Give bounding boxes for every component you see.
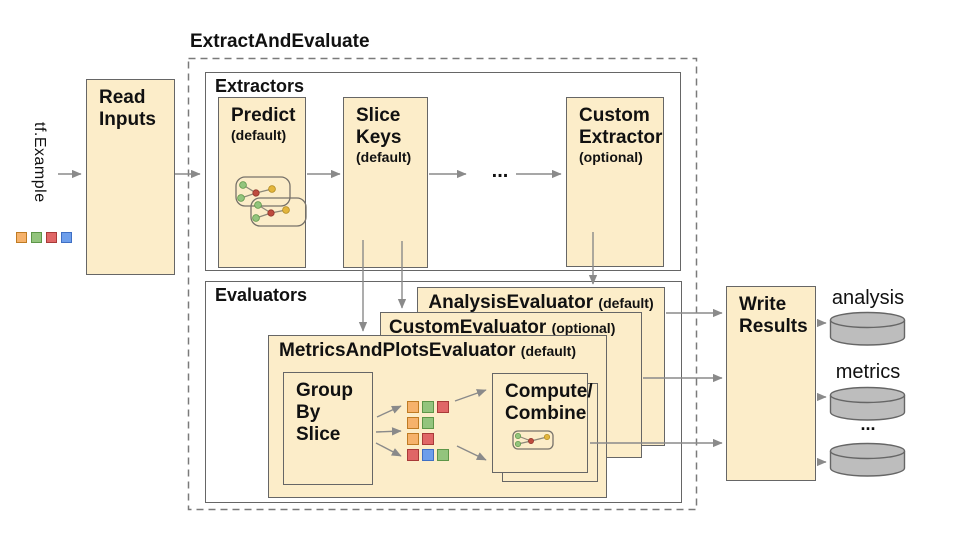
group-by-slice-line1: Group <box>296 380 353 401</box>
predict-title: Predict (default) <box>219 98 305 144</box>
sliced-examples-grid <box>407 401 449 465</box>
more-database-icon <box>829 442 906 477</box>
slice-keys-line1: Slice <box>356 105 401 126</box>
predict-name: Predict <box>231 105 296 126</box>
write-results-box: Write Results <box>726 286 816 481</box>
analysis-evaluator-qualifier: (default) <box>598 295 654 311</box>
write-results-line1: Write <box>739 294 787 315</box>
custom-evaluator-qualifier: (optional) <box>551 320 616 336</box>
compute-combine-line1: Compute/ <box>505 381 593 402</box>
custom-extractor-line2: Extractor <box>579 127 663 148</box>
tf-example-label: tf.Example <box>31 122 48 203</box>
page-title: ExtractAndEvaluate <box>190 31 370 52</box>
extractors-label: Extractors <box>215 76 305 96</box>
read-inputs-line1: Read <box>99 87 146 108</box>
read-inputs-line2: Inputs <box>99 109 156 130</box>
orange-square <box>407 417 419 429</box>
combine-graph-icon <box>512 430 554 450</box>
compute-combine-line2: Combine <box>505 403 587 424</box>
green-square <box>422 417 434 429</box>
predict-qualifier: (default) <box>231 127 287 143</box>
group-by-slice-box: Group By Slice <box>283 372 373 485</box>
analysis-evaluator-name: AnalysisEvaluator <box>428 292 594 313</box>
custom-extractor-title: Custom Extractor (optional) <box>567 98 663 166</box>
red-square <box>407 449 419 461</box>
slice-keys-extractor-box: Slice Keys (default) <box>343 97 428 268</box>
evaluators-label: Evaluators <box>215 285 308 305</box>
metrics-output-label: metrics <box>835 361 901 383</box>
more-outputs-label: ... <box>860 414 876 434</box>
orange-square <box>407 433 419 445</box>
orange-square <box>16 232 27 243</box>
blue-square <box>61 232 72 243</box>
custom-extractor-box: Custom Extractor (optional) <box>566 97 664 267</box>
read-inputs-box: Read Inputs <box>86 79 175 275</box>
compute-combine-title: Compute/ Combine <box>493 374 593 425</box>
red-square <box>46 232 57 243</box>
red-square <box>422 433 434 445</box>
group-by-slice-line2: By Slice <box>296 402 341 445</box>
analysis-database-icon <box>829 311 906 346</box>
metrics-and-plots-evaluator-name: MetricsAndPlotsEvaluator <box>279 340 516 361</box>
custom-evaluator-name: CustomEvaluator <box>389 317 547 338</box>
slice-keys-line2: Keys <box>356 127 402 148</box>
custom-extractor-line1: Custom <box>579 105 650 126</box>
predict-extractor-box: Predict (default) <box>218 97 306 268</box>
input-example-squares <box>16 232 72 247</box>
compute-combine-box: Compute/ Combine <box>492 373 593 473</box>
custom-extractor-qualifier: (optional) <box>579 149 643 165</box>
custom-evaluator-title: CustomEvaluator (optional) <box>381 313 641 338</box>
read-inputs-title: Read Inputs <box>87 80 174 131</box>
analysis-evaluator-title: AnalysisEvaluator (default) <box>418 288 664 313</box>
write-results-title: Write Results <box>727 287 815 338</box>
model-graph-icon <box>235 176 307 227</box>
group-by-slice-title: Group By Slice <box>284 373 372 446</box>
green-square <box>31 232 42 243</box>
slice-keys-qualifier: (default) <box>356 149 412 165</box>
metrics-and-plots-evaluator-qualifier: (default) <box>520 343 576 359</box>
slice-keys-title: Slice Keys (default) <box>344 98 427 166</box>
metrics-and-plots-evaluator-title: MetricsAndPlotsEvaluator (default) <box>269 336 606 361</box>
extractor-ellipsis: ... <box>491 160 509 182</box>
metrics-database-icon <box>829 386 906 421</box>
green-square <box>437 449 449 461</box>
analysis-output-label: analysis <box>831 287 905 309</box>
write-results-line2: Results <box>739 316 808 337</box>
red-square <box>437 401 449 413</box>
orange-square <box>407 401 419 413</box>
blue-square <box>422 449 434 461</box>
green-square <box>422 401 434 413</box>
